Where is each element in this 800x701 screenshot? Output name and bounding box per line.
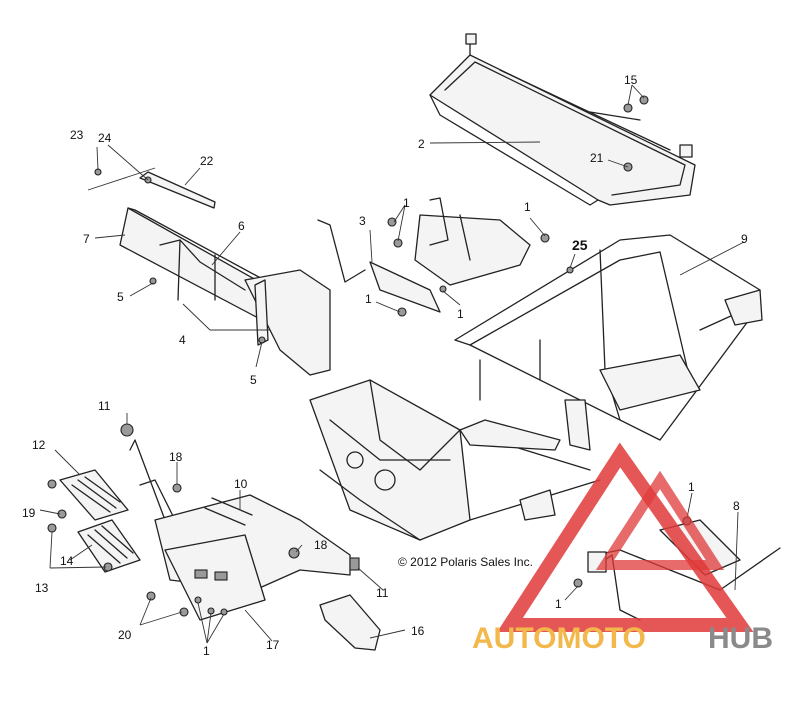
callout-9: 9 <box>741 232 748 246</box>
copyright-notice: © 2012 Polaris Sales Inc. <box>398 555 533 569</box>
callout-2: 2 <box>418 137 425 151</box>
front-frame-section <box>119 207 331 376</box>
callout-17: 17 <box>266 638 280 652</box>
callout-13: 13 <box>35 581 49 595</box>
lower-grille <box>77 519 141 573</box>
callout-8: 8 <box>733 499 740 513</box>
main-chassis <box>454 234 763 451</box>
rail-bar <box>139 171 216 209</box>
callout-1-rear-bottom: 1 <box>555 597 562 611</box>
watermark-text-automoto: AUTOMOTO <box>472 622 646 655</box>
callout-18-bottom: 18 <box>314 538 328 552</box>
leader-lines <box>39 84 745 644</box>
skid-plate <box>319 594 381 651</box>
callout-1-bumper: 1 <box>203 644 210 658</box>
callout-24: 24 <box>98 131 112 145</box>
callout-1-seat-bottom: 1 <box>457 307 464 321</box>
upper-grille <box>59 469 129 521</box>
callout-4: 4 <box>179 333 186 347</box>
callout-20: 20 <box>118 628 132 642</box>
callout-10: 10 <box>234 477 248 491</box>
callout-1-seat-left: 1 <box>365 292 372 306</box>
callout-22: 22 <box>200 154 214 168</box>
callout-12: 12 <box>32 438 46 452</box>
long-bolts <box>204 497 253 526</box>
callout-5-lower: 5 <box>250 373 257 387</box>
callout-25: 25 <box>572 237 588 253</box>
callout-5-upper: 5 <box>117 290 124 304</box>
callout-19: 19 <box>22 506 36 520</box>
watermark-text-hub: HUB <box>708 622 773 655</box>
cargo-bed-frame <box>429 33 696 206</box>
watermark-logo: AUTOMOTO HUB <box>472 442 773 655</box>
callout-1-seat-top: 1 <box>403 196 410 210</box>
callout-21: 21 <box>590 151 604 165</box>
callout-15: 15 <box>624 73 638 87</box>
callout-11-top: 11 <box>98 399 111 413</box>
callout-23: 23 <box>70 128 84 142</box>
callouts: 2 15 21 23 24 22 7 6 5 4 5 3 1 1 1 1 25 … <box>22 73 748 658</box>
callout-1-rear-top: 1 <box>688 480 695 494</box>
callout-7: 7 <box>83 232 90 246</box>
callout-16: 16 <box>411 624 425 638</box>
front-subframe <box>309 379 601 541</box>
callout-11-bottom: 11 <box>376 586 389 600</box>
callout-1-chassis-top: 1 <box>524 200 531 214</box>
callout-3: 3 <box>359 214 366 228</box>
callout-6: 6 <box>238 219 245 233</box>
callout-18-top: 18 <box>169 450 183 464</box>
front-bumper <box>129 439 351 621</box>
callout-14: 14 <box>60 554 74 568</box>
seat-support <box>317 197 531 313</box>
